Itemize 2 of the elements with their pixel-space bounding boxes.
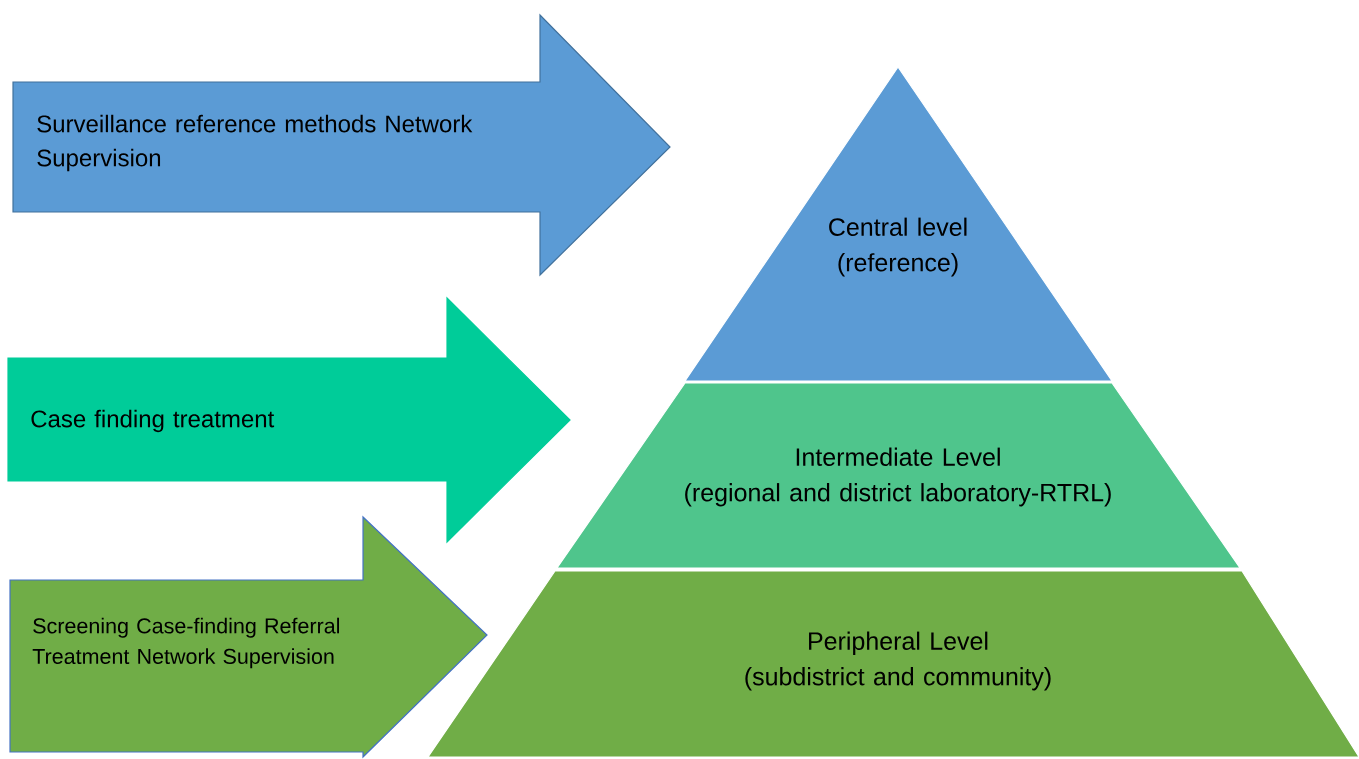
- node-label: Peripheral Level: [809, 631, 988, 655]
- node-label: (subdistrict and community): [745, 667, 1051, 691]
